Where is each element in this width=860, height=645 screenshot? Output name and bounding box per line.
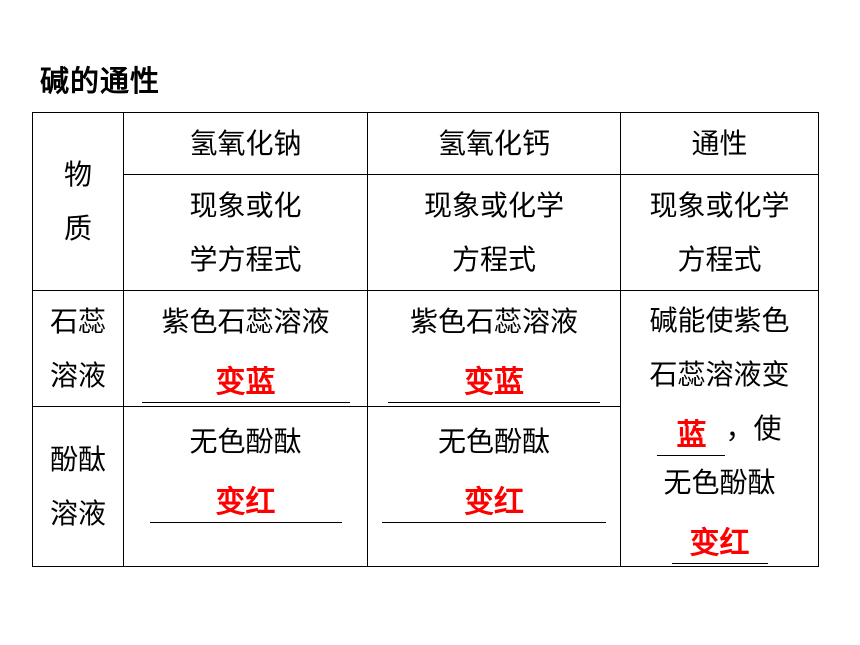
answer-blank: 变红	[671, 523, 768, 564]
answer-text: 变蓝	[464, 364, 524, 400]
answer-blank: 蓝	[657, 415, 726, 456]
answer-text: 变红	[215, 485, 276, 520]
common-line2: 石蕊溶液变	[649, 357, 790, 391]
common-after-blank: ，使	[725, 411, 782, 445]
answer-text: 变蓝	[215, 364, 276, 400]
subheader-naoh-line1: 现象或化	[189, 188, 302, 222]
row-label-phenol: 酚酞 溶液	[32, 406, 124, 567]
row-label-litmus: 石蕊 溶液	[32, 290, 124, 407]
header-common: 通性	[620, 112, 819, 175]
answer-text: 变红	[689, 525, 750, 561]
subheader-caoh2: 现象或化学 方程式	[367, 174, 621, 291]
substance-label-1: 物	[63, 157, 92, 191]
subheader-naoh: 现象或化 学方程式	[123, 174, 368, 291]
common-line1: 碱能使紫色	[649, 303, 790, 337]
subheader-caoh2-line1: 现象或化学	[423, 188, 564, 222]
subheader-common-line1: 现象或化学	[649, 188, 790, 222]
row-label-litmus-line2: 溶液	[49, 358, 106, 392]
answer-text: 变红	[464, 485, 524, 520]
alkali-properties-table: 物 质 氢氧化钠 氢氧化钙 通性 现象或化 学方程式 现象或化学 方程式 现象或…	[32, 112, 819, 567]
row-label-phenol-line1: 酚酞	[49, 442, 106, 476]
subheader-caoh2-line2: 方程式	[451, 242, 536, 276]
answer-blank: 变红	[149, 482, 342, 523]
substance-label-2: 质	[63, 211, 92, 245]
row-label-litmus-line1: 石蕊	[49, 304, 106, 338]
phenol-naoh-text: 无色酚酞	[189, 425, 302, 458]
header-naoh: 氢氧化钠	[123, 112, 368, 175]
page-title: 碱的通性	[40, 64, 161, 98]
cell-litmus-caoh2: 紫色石蕊溶液 变蓝	[367, 290, 621, 407]
cell-phenol-caoh2: 无色酚酞 变红	[367, 406, 621, 567]
header-caoh2: 氢氧化钙	[367, 112, 621, 175]
cell-common-property: 碱能使紫色 石蕊溶液变 蓝 ，使 无色酚酞 变红	[620, 290, 819, 567]
litmus-naoh-text: 紫色石蕊溶液	[161, 304, 330, 338]
cell-litmus-naoh: 紫色石蕊溶液 变蓝	[123, 290, 368, 407]
subheader-common-line2: 方程式	[677, 242, 762, 276]
phenol-caoh2-text: 无色酚酞	[437, 425, 550, 458]
answer-blank: 变蓝	[141, 362, 350, 403]
answer-text: 蓝	[676, 417, 707, 453]
litmus-caoh2-text: 紫色石蕊溶液	[409, 304, 578, 338]
cell-phenol-naoh: 无色酚酞 变红	[123, 406, 368, 567]
common-line4: 无色酚酞	[663, 465, 776, 499]
substance-header-cell: 物 质	[32, 112, 124, 291]
subheader-common: 现象或化学 方程式	[620, 174, 819, 291]
subheader-naoh-line2: 学方程式	[189, 242, 302, 276]
answer-blank: 变红	[382, 482, 606, 523]
row-label-phenol-line2: 溶液	[49, 496, 106, 530]
answer-blank: 变蓝	[388, 362, 600, 403]
